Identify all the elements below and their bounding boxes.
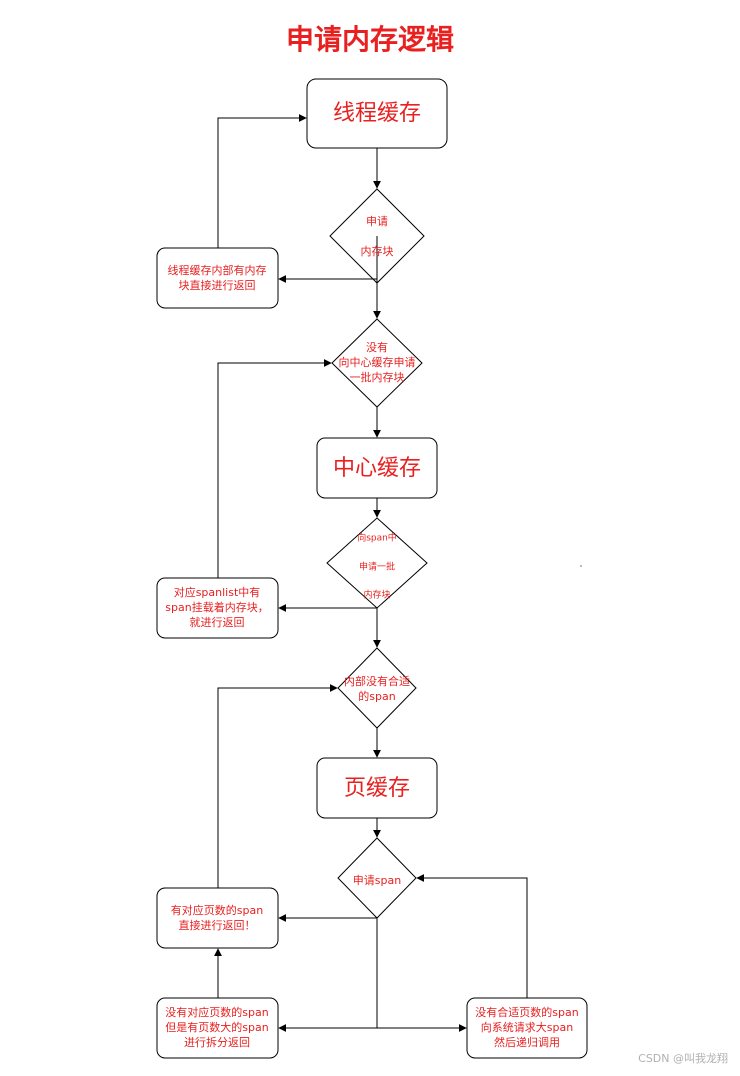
d2-label-2: 向中心缓存申请 [339,355,416,369]
d2-label-3: 一批内存块 [350,370,405,384]
watermark: CSDN @叫我龙翔 [638,1052,728,1065]
central-cache-label: 中心缓存 [333,456,421,481]
split-span-label-3: 进行拆分返回 [184,1035,250,1049]
d3-label-3: 内存块 [363,589,390,601]
loop-return-to-thread [217,114,307,248]
d2-label-1: 没有 [366,340,388,354]
page-cache-label: 页缓存 [344,776,410,801]
system-span-label-1: 没有合适页数的span [475,1005,578,1019]
stray-dot [580,565,582,567]
split-span-label-2: 但是有页数大的span [165,1020,268,1034]
split-span-label-1: 没有对应页数的span [165,1005,268,1019]
return-spanlist-label-2: span挂载着内存块， [165,600,268,614]
page-title: 申请内存逻辑 [285,23,454,56]
return-thread-box [156,247,279,309]
return-spanlist-label-3: 就进行返回 [190,615,245,629]
decision-no-span [337,647,417,729]
d3-label-2: 申请一批 [359,561,395,573]
thread-cache-label: 线程缓存 [333,101,421,126]
system-span-label-3: 然后递归调用 [494,1035,560,1049]
loop-system-to-d5 [416,874,528,998]
return-thread-label-2: 块直接进行返回 [179,278,256,292]
d1-label-2: 内存块 [361,244,394,258]
loop-return-to-d2 [217,359,332,578]
d5-label: 申请span [353,874,401,887]
loop-page-return-to-d4 [217,684,338,888]
return-thread-label-1: 线程缓存内部有内存 [168,263,267,277]
d1-label-1: 申请 [366,215,388,228]
d4-label-1: 内部没有合适 [344,674,410,688]
d4-label-2: 的span [358,689,395,703]
return-page-span-label-1: 有对应页数的span [171,903,263,917]
return-spanlist-label-1: 对应spanlist中有 [174,585,261,599]
return-page-span-label-2: 直接进行返回！ [179,918,256,932]
d3-label-1: 向span中 [357,532,397,544]
system-span-label-2: 向系统请求大span [481,1020,573,1034]
return-page-span-box [156,887,279,949]
